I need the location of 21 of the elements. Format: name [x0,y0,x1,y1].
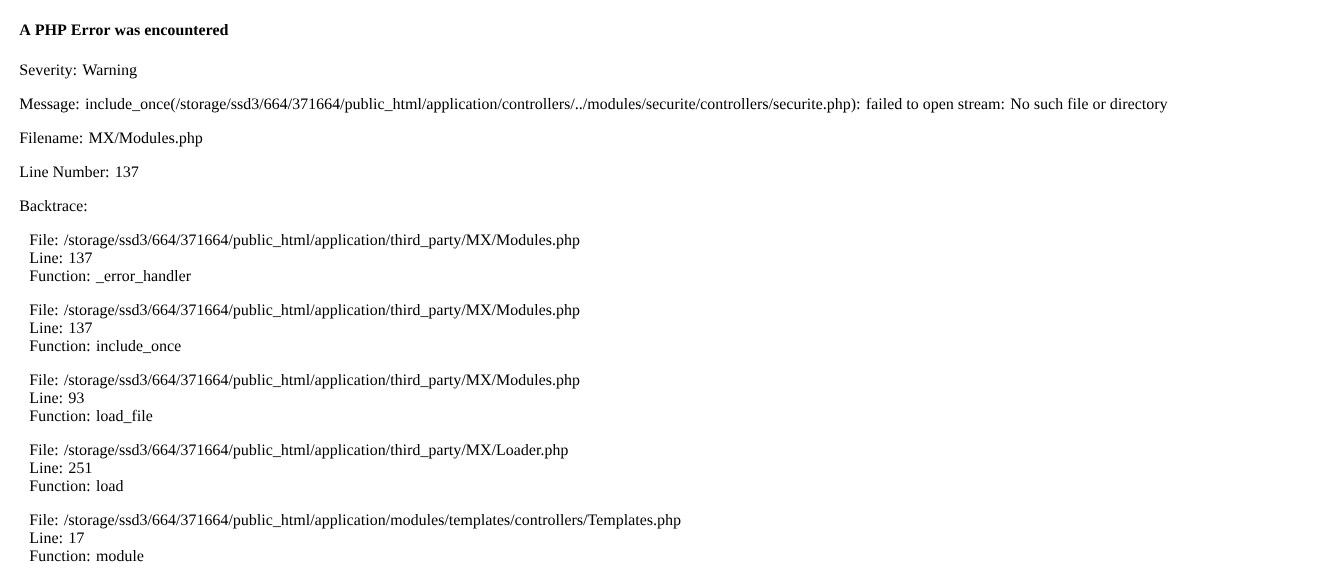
backtrace-line: Line: 137 [29,322,92,334]
backtrace-line: Function: module [29,549,144,562]
backtrace-line: Function: _error_handler [29,269,191,284]
backtrace-line: Line: 137 [29,252,92,264]
error-detail-line: Message: include_once(/storage/ssd3/664/371664/public_html/application/controllers/../modules/securite/controllers/securite.php): failed to open stream: No such file or directory [19,97,1168,113]
error-detail-line: Severity: Warning [20,64,137,79]
backtrace-line: File: /storage/ssd3/664/371664/public_html/application/third_party/MX/Modules.php [29,373,580,389]
backtrace-line: File: /storage/ssd3/664/371664/public_html/application/third_party/MX/Loader.php [29,443,568,459]
error-detail-line: Filename: MX/Modules.php [19,131,203,147]
backtrace-line: Function: include_once [29,339,181,354]
backtrace-line: Line: 251 [29,462,92,474]
heading: A PHP Error was encountered [19,23,229,36]
backtrace-line: Line: 17 [29,532,84,544]
error-detail-line: Backtrace: [19,199,87,212]
backtrace-line: Function: load [29,479,124,492]
backtrace-line: File: /storage/ssd3/664/371664/public_html/application/modules/templates/controllers/Templates.php [29,513,681,529]
backtrace-line: File: /storage/ssd3/664/371664/public_html/application/third_party/MX/Modules.php [29,233,580,249]
error-detail-line: Line Number: 137 [19,165,139,178]
backtrace-line: File: /storage/ssd3/664/371664/public_html/application/third_party/MX/Modules.php [29,303,580,319]
backtrace-line: Line: 93 [29,392,84,404]
backtrace-line: Function: load_file [29,409,153,424]
